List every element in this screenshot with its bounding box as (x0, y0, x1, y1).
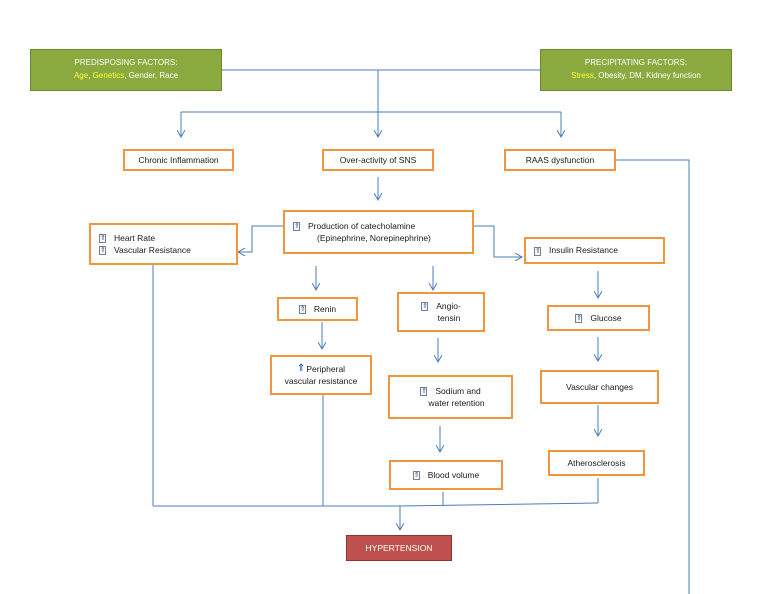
predisposing-factors-box: PREDISPOSING FACTORS: Age, Genetics, Gen… (30, 49, 222, 91)
peripheral-resistance-box: ⇑Peripheral vascular resistance (270, 355, 372, 395)
precipitating-list: Stress, Obesity, DM, Kidney function (541, 70, 731, 83)
up-arrow-icon: ⇑ (99, 246, 106, 256)
peripheral-label-1: Peripheral (306, 363, 346, 374)
factor-separator: , (88, 71, 93, 80)
factor-gender-race: , Gender, Race (124, 71, 179, 80)
catecholamine-label: Production of catecholamine (308, 220, 416, 231)
factor-others: , Obesity, DM, Kidney function (593, 71, 701, 80)
arrow-to-insulin (474, 225, 522, 257)
renin-label: Renin (313, 303, 337, 314)
vascular-resistance-label: Vascular Resistance (114, 245, 191, 255)
angiotensin-label-1: Angio- (436, 300, 461, 311)
angiotensin-box: ⇑ Angio- tensin (397, 292, 485, 332)
up-arrow-icon: ⇑ (293, 221, 300, 231)
glucose-box: ⇑ Glucose (547, 305, 650, 331)
up-arrow-icon: ⇑ (420, 386, 428, 396)
heart-rate-row: ⇑ Heart Rate (99, 232, 155, 244)
factor-stress: Stress (571, 71, 594, 80)
sns-label: Over-activity of SNS (339, 154, 417, 165)
hypertension-box: HYPERTENSION (346, 535, 452, 561)
glucose-row: ⇑ Glucose (575, 312, 622, 324)
catecholamine-detail: (Epinephrine, Norepinephrine) (317, 233, 431, 243)
glucose-label: Glucose (590, 312, 622, 323)
factor-age: Age (73, 71, 89, 80)
sodium-label-1: Sodium and (435, 385, 481, 396)
peripheral-row: ⇑Peripheral (297, 363, 345, 375)
up-arrow-icon: ⇑ (575, 314, 583, 324)
renin-row: ⇑ Renin (298, 303, 337, 315)
up-arrow-icon: ⇑ (298, 305, 306, 315)
up-arrow-icon: ⇑ (421, 301, 429, 311)
raas-right-line (616, 159, 690, 594)
precipitating-factors-box: PRECIPITATING FACTORS: Stress, Obesity, … (540, 49, 732, 91)
atherosclerosis-box: Atherosclerosis (548, 450, 645, 476)
sns-box: Over-activity of SNS (322, 149, 434, 171)
up-arrow-icon: ⇑ (534, 246, 541, 256)
angiotensin-row-2: tensin (422, 312, 461, 324)
factor-genetics: Genetics (92, 71, 125, 80)
chronic-inflammation-label: Chronic Inflammation (138, 154, 219, 165)
blood-volume-label: Blood volume (427, 469, 480, 480)
atherosclerosis-label: Atherosclerosis (567, 457, 626, 468)
catecholamine-row: ⇑ Production of catecholamine (293, 220, 415, 232)
vascular-resistance-row: ⇑ Vascular Resistance (99, 244, 191, 256)
blood-volume-box: ⇑ Blood volume (389, 460, 503, 490)
vascular-changes-label: Vascular changes (566, 381, 633, 392)
precipitating-title: PRECIPITATING FACTORS: (584, 58, 688, 68)
predisposing-list: Age, Genetics, Gender, Race (31, 70, 221, 83)
sodium-row: ⇑ Sodium and (420, 385, 481, 397)
sodium-row-2: water retention (416, 397, 484, 409)
sodium-retention-box: ⇑ Sodium and water retention (388, 375, 513, 419)
raas-label: RAAS dysfunction (525, 154, 595, 165)
insulin-row: ⇑ Insulin Resistance (534, 244, 618, 256)
renin-box: ⇑ Renin (277, 297, 358, 321)
up-arrow-icon: ⇑ (99, 233, 106, 243)
catecholamine-box: ⇑ Production of catecholamine (Epinephrin… (283, 210, 474, 254)
up-arrow-icon: ⇑ (296, 363, 306, 375)
bottom-right-collector (399, 502, 599, 507)
insulin-resistance-box: ⇑ Insulin Resistance (524, 237, 665, 264)
peripheral-row-2: vascular resistance (285, 375, 358, 387)
predisposing-title: PREDISPOSING FACTORS: (74, 58, 178, 68)
blood-volume-row: ⇑ Blood volume (412, 469, 480, 481)
arrow-to-heart-rate (238, 225, 283, 252)
up-arrow-icon: ⇑ (412, 471, 420, 481)
sodium-label-2: water retention (428, 398, 485, 408)
heart-rate-label: Heart Rate (114, 232, 156, 243)
heart-rate-box: ⇑ Heart Rate ⇑ Vascular Resistance (89, 223, 238, 265)
angiotensin-label-2: tensin (437, 313, 461, 323)
peripheral-label-2: vascular resistance (284, 376, 358, 386)
catecholamine-detail-row: (Epinephrine, Norepinephrine) (293, 232, 431, 244)
raas-box: RAAS dysfunction (504, 149, 616, 171)
insulin-resistance-label: Insulin Resistance (549, 245, 618, 256)
hypertension-label: HYPERTENSION (365, 543, 433, 553)
angiotensin-row: ⇑ Angio- (421, 300, 461, 312)
vascular-changes-box: Vascular changes (540, 370, 659, 404)
chronic-inflammation-box: Chronic Inflammation (123, 149, 234, 171)
